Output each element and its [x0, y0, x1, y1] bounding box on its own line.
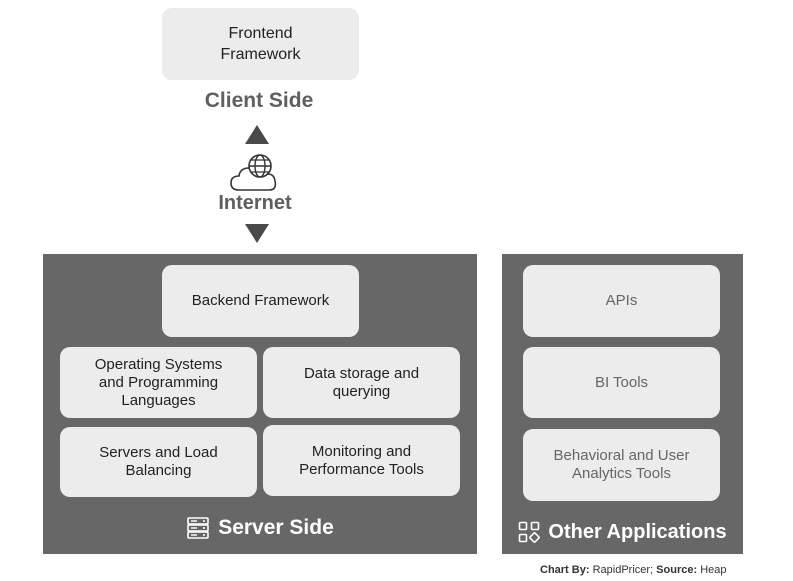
server-side-title-text: Server Side — [218, 516, 334, 539]
behavioral-analytics-box: Behavioral and User Analytics Tools — [523, 429, 720, 501]
arrow-down-icon — [245, 224, 269, 243]
footer-credit: Chart By: RapidPricer; Source: Heap — [540, 564, 727, 576]
internet-label: Internet — [218, 192, 292, 214]
bi-tools-box: BI Tools — [523, 347, 720, 418]
source-value: Heap — [700, 564, 727, 576]
data-storage-box: Data storage and querying — [263, 347, 460, 418]
chart-by-value: RapidPricer; — [592, 564, 654, 576]
backend-framework-box: Backend Framework — [162, 265, 359, 337]
chart-by-label: Chart By: — [540, 564, 590, 576]
apis-box: APIs — [523, 265, 720, 337]
arrow-up-icon — [245, 125, 269, 144]
monitoring-tools-box: Monitoring and Performance Tools — [263, 425, 460, 496]
frontend-framework-box: Frontend Framework — [162, 8, 359, 80]
servers-load-balancing-box: Servers and Load Balancing — [60, 427, 257, 497]
server-side-title: Server Side — [43, 512, 477, 544]
cloud-globe-icon — [230, 154, 277, 191]
source-label: Source: — [656, 564, 698, 576]
apps-grid-icon — [519, 521, 541, 543]
server-rack-icon — [187, 517, 210, 539]
client-side-heading: Client Side — [204, 89, 314, 112]
os-languages-box: Operating Systems and Programming Langua… — [60, 347, 257, 418]
other-applications-title: Other Applications — [502, 517, 743, 547]
other-applications-title-text: Other Applications — [548, 520, 727, 543]
